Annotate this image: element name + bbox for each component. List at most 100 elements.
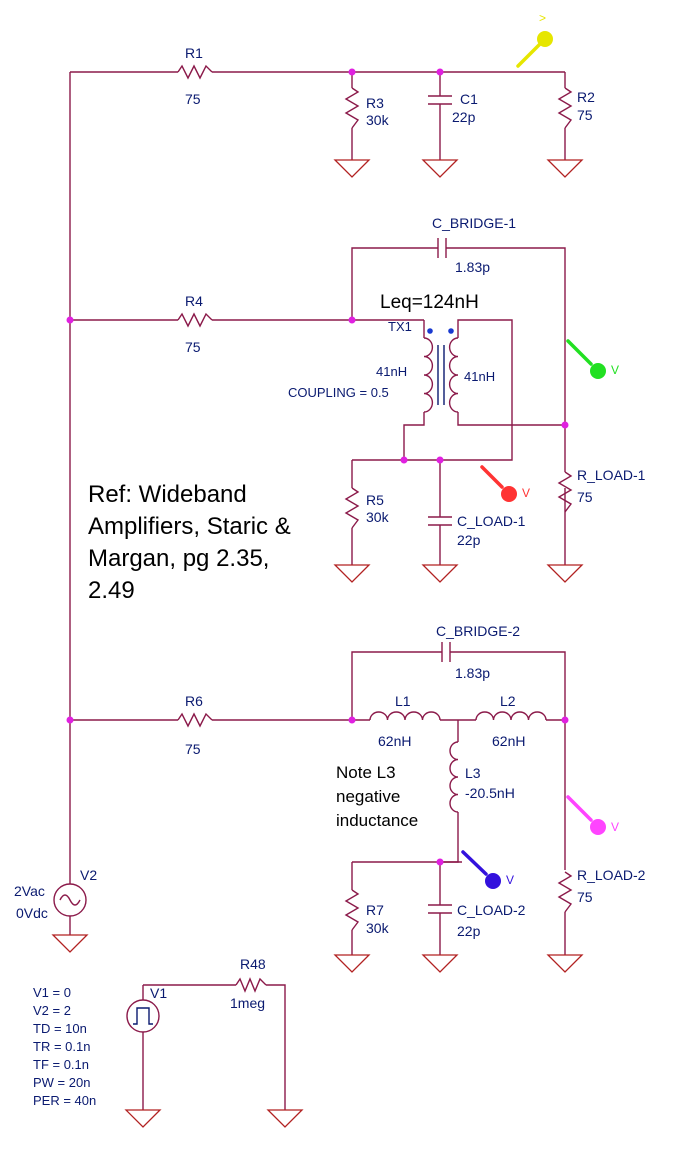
probe-label: > (539, 11, 546, 25)
r1-symbol[interactable] (177, 64, 213, 80)
reference-line: Margan, pg 2.35, (88, 545, 269, 572)
r6-label: R6 (185, 693, 203, 709)
ground-icon (333, 954, 371, 973)
r4-value: 75 (185, 339, 201, 355)
note-line: Note L3 (336, 763, 396, 782)
junction-dots (66, 68, 569, 866)
ground-icon (421, 954, 459, 973)
c-bridge-1-label: C_BRIDGE-1 (432, 215, 516, 231)
r3-value: 30k (366, 112, 390, 128)
r6-value: 75 (185, 741, 201, 757)
r48-symbol[interactable] (235, 977, 267, 993)
c-load-2-value: 22p (457, 923, 481, 939)
ground-icon (333, 564, 371, 583)
wires (69, 71, 566, 1110)
probe-green[interactable]: V (566, 339, 619, 379)
reference-line: Ref: Wideband (88, 481, 247, 508)
reference-line: 2.49 (88, 577, 135, 604)
v1-param: TF = 0.1n (33, 1057, 89, 1072)
tx1-label: TX1 (388, 319, 412, 334)
ground-icon (124, 1109, 162, 1128)
r2-value: 75 (577, 107, 593, 123)
l1-value: 62nH (378, 733, 411, 749)
v1-pulse-source[interactable] (126, 999, 160, 1033)
c-bridge-1-value: 1.83p (455, 259, 490, 275)
c1-label: C1 (460, 91, 478, 107)
r-load-1-symbol[interactable] (557, 471, 573, 513)
c-bridge-2-label: C_BRIDGE-2 (436, 623, 520, 639)
ground-icon (546, 159, 584, 178)
v1-param: TD = 10n (33, 1021, 87, 1036)
probe-label: V (611, 820, 619, 834)
l3-label: L3 (465, 765, 481, 781)
v1-param: TR = 0.1n (33, 1039, 90, 1054)
r1-label: R1 (185, 45, 203, 61)
ground-icon (333, 159, 371, 178)
v1-label: V1 (150, 985, 167, 1001)
note-line: inductance (336, 811, 418, 830)
r2-symbol[interactable] (557, 87, 573, 129)
r2-label: R2 (577, 89, 595, 105)
v1-param: V2 = 2 (33, 1003, 71, 1018)
r-load-2-symbol[interactable] (557, 871, 573, 913)
r5-value: 30k (366, 509, 390, 525)
r4-symbol[interactable] (177, 312, 213, 328)
v2-dc: 0Vdc (16, 905, 48, 921)
r48-value: 1meg (230, 995, 265, 1011)
probe-top-yellow[interactable]: > (516, 11, 553, 68)
l2-value: 62nH (492, 733, 525, 749)
tx1-l2-value: 41nH (464, 369, 495, 384)
r-load-1-label: R_LOAD-1 (577, 467, 646, 483)
leq-annotation: Leq=124nH (380, 292, 479, 313)
probe-label: V (522, 486, 530, 500)
probe-label: V (506, 873, 514, 887)
l3-note: Note L3 negative inductance (336, 763, 418, 830)
l2-label: L2 (500, 693, 516, 709)
tx1-coupling: COUPLING = 0.5 (288, 385, 389, 400)
v1-parameters: V1 = 0 V2 = 2 TD = 10n TR = 0.1n TF = 0.… (33, 985, 96, 1108)
v1-param: PW = 20n (33, 1075, 90, 1090)
ground-icon (546, 564, 584, 583)
probe-red[interactable]: V (480, 465, 530, 502)
ground-icon (421, 159, 459, 178)
l1-label: L1 (395, 693, 411, 709)
probe-blue[interactable]: V (461, 850, 514, 889)
ground-icon (421, 564, 459, 583)
r-load-2-value: 75 (577, 889, 593, 905)
r3-symbol[interactable] (344, 87, 360, 129)
c-bridge-1-symbol[interactable] (437, 238, 447, 258)
c1-symbol[interactable] (428, 95, 452, 105)
r4-label: R4 (185, 293, 203, 309)
c-load-1-label: C_LOAD-1 (457, 513, 526, 529)
l1-symbol[interactable] (369, 711, 441, 721)
note-line: negative (336, 787, 400, 806)
v2-label: V2 (80, 867, 97, 883)
c1-value: 22p (452, 109, 476, 125)
c-bridge-2-value: 1.83p (455, 665, 490, 681)
r7-value: 30k (366, 920, 390, 936)
c-load-1-symbol[interactable] (428, 516, 452, 526)
c-load-1-value: 22p (457, 532, 481, 548)
r1-value: 75 (185, 91, 201, 107)
r6-symbol[interactable] (177, 712, 213, 728)
reference-note: Ref: Wideband Amplifiers, Staric & Marga… (88, 481, 291, 604)
probe-pink[interactable]: V (566, 795, 619, 835)
reference-line: Amplifiers, Staric & (88, 513, 291, 540)
probe-label: V (611, 363, 619, 377)
c-load-2-symbol[interactable] (428, 904, 452, 914)
v1-param: PER = 40n (33, 1093, 96, 1108)
v2-ac-source[interactable] (53, 883, 87, 917)
ground-icon (546, 954, 584, 973)
r3-label: R3 (366, 95, 384, 111)
v2-ac: 2Vac (14, 883, 45, 899)
l3-symbol[interactable] (449, 741, 459, 813)
tx1-transformer[interactable] (423, 328, 459, 413)
v1-param: V1 = 0 (33, 985, 71, 1000)
r7-label: R7 (366, 902, 384, 918)
r48-label: R48 (240, 956, 266, 972)
r7-symbol[interactable] (344, 889, 360, 931)
l2-symbol[interactable] (475, 711, 547, 721)
r5-symbol[interactable] (344, 487, 360, 529)
c-bridge-2-symbol[interactable] (441, 642, 451, 662)
